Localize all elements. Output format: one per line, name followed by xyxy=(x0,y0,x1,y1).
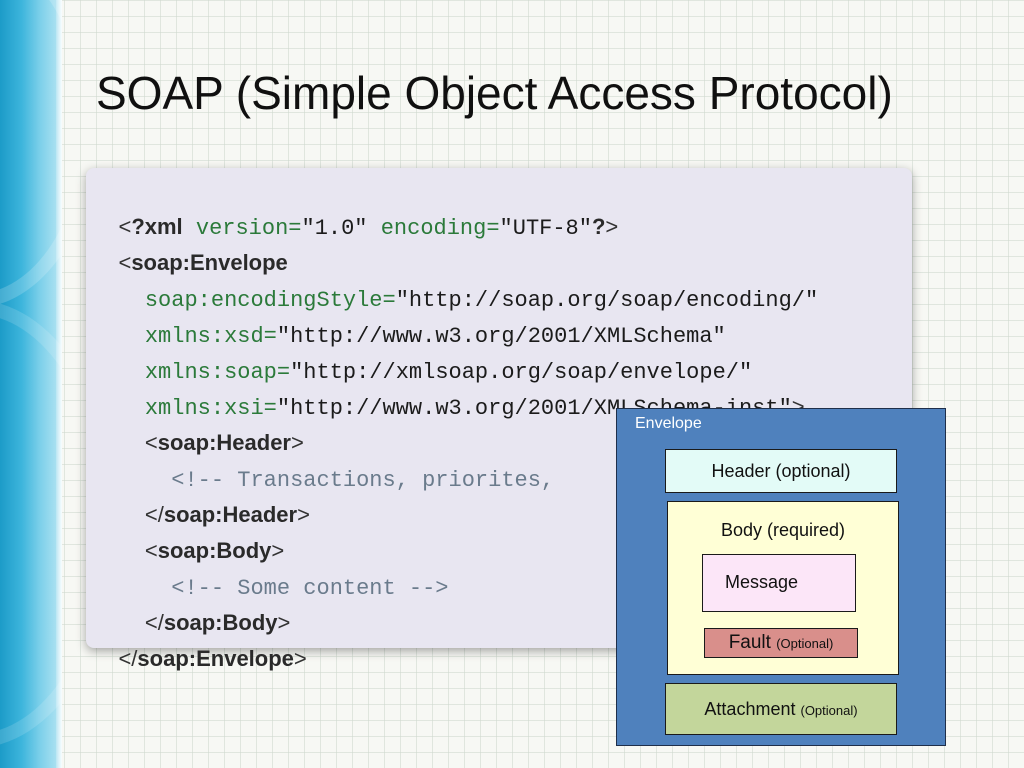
code-line-header-comment: <!-- Transactions, priorites, xyxy=(94,428,554,493)
fault-box: Fault (Optional) xyxy=(704,628,858,658)
code-value: "http://xmlsoap.org/soap/envelope/" xyxy=(290,360,753,385)
body-label: Body (required) xyxy=(720,520,846,540)
code-tag: soap:Envelope xyxy=(131,250,288,275)
code-bracket: < xyxy=(144,538,158,563)
code-tag: soap:Envelope xyxy=(137,646,294,671)
attachment-box: Attachment (Optional) xyxy=(665,683,897,735)
code-line-header-open: <soap:Header> xyxy=(94,392,304,455)
envelope-label: Envelope xyxy=(635,415,702,432)
code-line-envelope-open: <soap:Envelope xyxy=(94,212,287,275)
code-value: "http://soap.org/soap/encoding/" xyxy=(395,288,819,313)
fault-note: (Optional) xyxy=(776,636,834,651)
code-tag: soap:Body xyxy=(157,538,272,563)
code-bracket: </ xyxy=(144,502,164,527)
code-attribute: xmlns:xsd= xyxy=(118,324,277,349)
code-line-body-open: <soap:Body> xyxy=(94,500,284,563)
code-line-body-close: </soap:Body> xyxy=(94,572,291,635)
code-line-encoding-style: soap:encodingStyle="http://soap.org/soap… xyxy=(94,248,818,313)
code-keyword: ?xml xyxy=(131,214,183,239)
code-line-xmlns-soap: xmlns:soap="http://xmlsoap.org/soap/enve… xyxy=(94,320,752,385)
code-bracket: > xyxy=(605,214,619,239)
code-attribute: version= xyxy=(182,216,302,241)
code-bracket: < xyxy=(118,214,132,239)
code-bracket: > xyxy=(271,538,285,563)
code-bracket: > xyxy=(297,502,310,527)
attachment-note: (Optional) xyxy=(800,703,858,718)
code-bracket: > xyxy=(293,646,307,671)
fault-label: Fault xyxy=(728,632,771,653)
code-bracket: > xyxy=(291,430,304,455)
side-decoration xyxy=(0,0,62,768)
code-attribute: xmlns:soap= xyxy=(118,360,291,385)
message-box: Message xyxy=(702,554,856,612)
code-bracket: > xyxy=(277,610,291,635)
code-attribute: encoding= xyxy=(367,216,500,241)
code-line-envelope-close: </soap:Envelope> xyxy=(94,608,306,671)
code-line-body-comment: <!-- Some content --> xyxy=(94,536,448,601)
code-value: "1.0" xyxy=(301,216,368,241)
code-attribute: xmlns:xsi= xyxy=(118,396,277,421)
header-box: Header (optional) xyxy=(665,449,897,493)
code-line-xmlns-xsi: xmlns:xsi="http://www.w3.org/2001/XMLSch… xyxy=(94,356,805,421)
code-bracket: < xyxy=(144,430,158,455)
code-comment: <!-- Some content --> xyxy=(118,576,449,601)
code-attribute: soap:encodingStyle= xyxy=(118,288,396,313)
side-edge-glow xyxy=(56,0,62,768)
code-line-xmlns-xsd: xmlns:xsd="http://www.w3.org/2001/XMLSch… xyxy=(94,284,726,349)
envelope-diagram: Envelope Header (optional) Body (require… xyxy=(616,408,946,746)
code-line-header-close: </soap:Header> xyxy=(94,464,310,527)
attachment-label: Attachment xyxy=(704,699,796,719)
code-tag: soap:Body xyxy=(163,610,278,635)
slide-title: SOAP (Simple Object Access Protocol) xyxy=(96,67,893,119)
code-tag: soap:Header xyxy=(157,430,291,455)
swirl-decoration xyxy=(0,300,62,748)
code-value: "http://www.w3.org/2001/XMLSchema" xyxy=(276,324,726,349)
code-bracket: < xyxy=(118,250,132,275)
code-line-xml-declaration: <?xml version="1.0" encoding="UTF-8"?> xyxy=(94,176,618,241)
code-keyword: ? xyxy=(591,214,606,239)
code-comment: <!-- Transactions, priorites, xyxy=(118,468,555,493)
code-value: "UTF-8" xyxy=(499,216,592,241)
code-tag: soap:Header xyxy=(163,502,298,527)
code-bracket: </ xyxy=(144,610,164,635)
swirl-decoration xyxy=(0,0,62,308)
code-bracket: </ xyxy=(118,646,138,671)
body-box: Body (required) Message Fault (Optional) xyxy=(667,501,899,675)
